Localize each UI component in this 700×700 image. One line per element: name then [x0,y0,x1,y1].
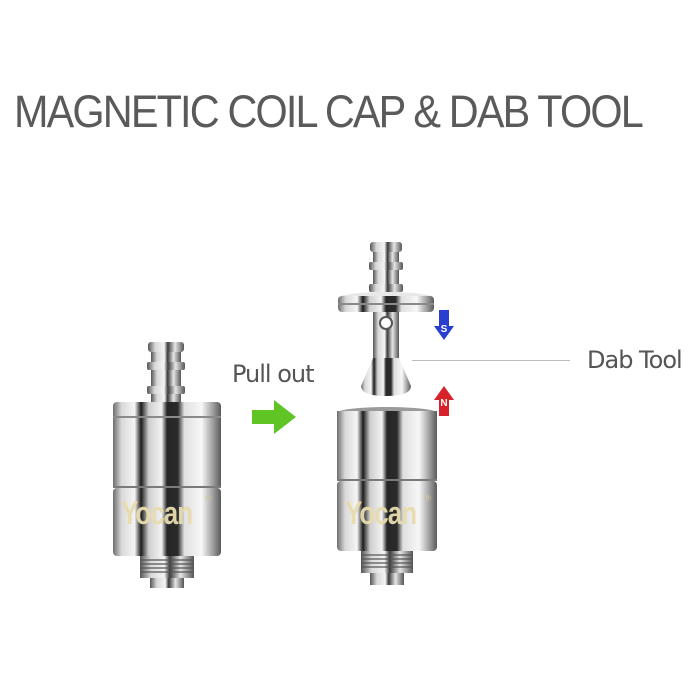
north-pole-letter: N [440,398,447,409]
north-pole-arrow-icon: N [434,386,454,416]
south-pole-arrow-icon: S [434,310,454,340]
dab-tool-label: Dab Tool [587,346,683,374]
leader-line [412,360,570,361]
registered-mark: ® [204,494,213,504]
brand-logo-right: Yocan [345,494,417,532]
assembled-coil-image [113,342,221,588]
dab-tool-image [338,242,434,396]
brand-logo: Yocan [121,494,193,532]
coil-base-image [337,407,437,585]
arrow-right-icon [252,400,296,434]
pull-out-label: Pull out [232,360,315,388]
south-pole-letter: S [441,324,448,335]
page-title: MAGNETIC COIL CAP & DAB TOOL [14,86,644,137]
registered-mark-right: ® [423,494,432,504]
